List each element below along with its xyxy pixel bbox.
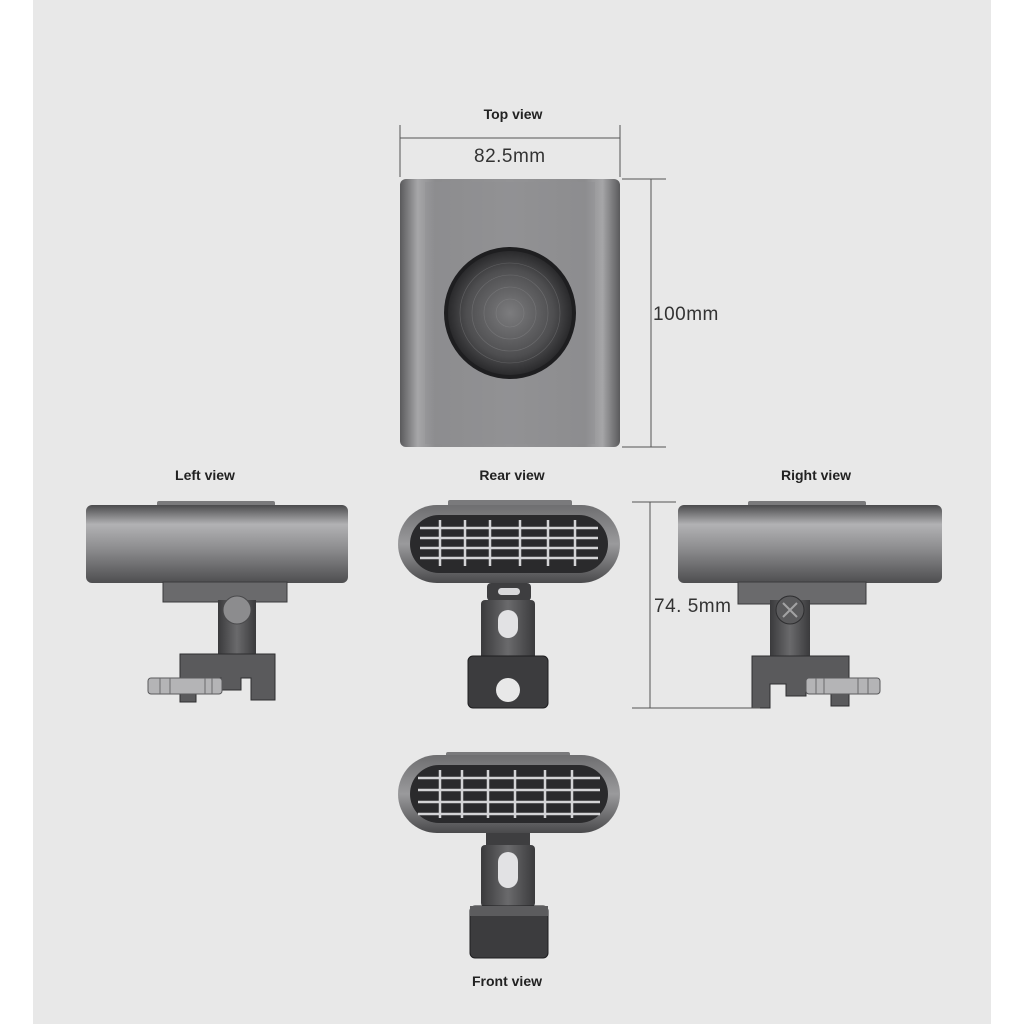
left-view-drawing [86,501,348,703]
length-dimension-label: 100mm [653,304,719,325]
front-view-drawing [398,752,620,959]
control-knob-icon [448,251,572,375]
height-dimension-label: 74. 5mm [654,596,732,617]
width-dimension-label: 82.5mm [474,146,546,167]
usb-c-port-icon [498,588,520,595]
left-view-label: Left view [175,467,235,483]
top-view-drawing [400,179,620,447]
right-view-label: Right view [780,467,851,483]
fan-grille-icon [420,520,598,566]
front-view-label: Front view [471,973,542,989]
top-view-label: Top view [483,106,543,122]
right-view-drawing [678,501,942,709]
height-dimension-line [632,501,760,709]
rear-view-label: Rear view [479,467,545,483]
width-dimension-line [399,125,621,177]
clamp-screw-icon [222,595,252,625]
length-dimension-line [622,178,666,448]
rear-view-drawing [398,500,620,709]
